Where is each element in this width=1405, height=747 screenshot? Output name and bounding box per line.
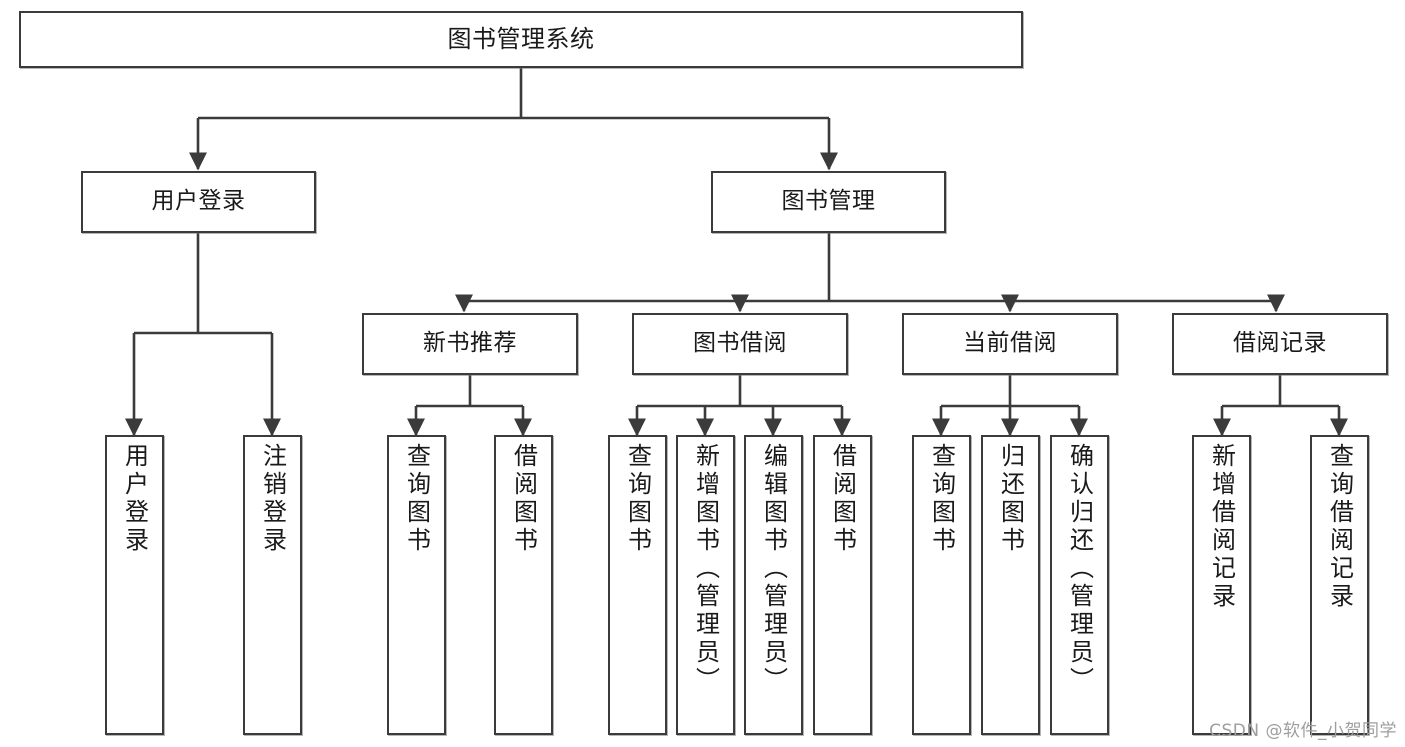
node-leaf-edit-book[interactable]: 编辑图书（管理员） [744,435,803,735]
node-label: 确认归还（管理员） [1065,443,1094,695]
node-label: 新增图书（管理员） [691,443,720,695]
node-leaf-query-book-2[interactable]: 查询图书 [608,435,667,735]
node-leaf-query-book-3[interactable]: 查询图书 [912,435,971,735]
node-label: 图书管理 [781,188,876,215]
node-leaf-add-record[interactable]: 新增借阅记录 [1192,435,1251,735]
node-leaf-query-record[interactable]: 查询借阅记录 [1310,435,1369,735]
node-label: 查询图书 [402,443,431,555]
node-label: 注销登录 [258,443,287,555]
node-label: 用户登录 [120,443,149,555]
node-leaf-query-book-1[interactable]: 查询图书 [387,435,446,735]
node-label: 查询图书 [927,443,956,555]
node-book-manage[interactable]: 图书管理 [711,171,946,233]
node-leaf-borrow-book-1[interactable]: 借阅图书 [494,435,553,735]
node-book-borrow[interactable]: 图书借阅 [632,313,848,375]
node-label: 查询借阅记录 [1325,443,1354,611]
node-new-book-rec[interactable]: 新书推荐 [362,313,578,375]
node-leaf-return-book[interactable]: 归还图书 [981,435,1040,735]
node-user-login[interactable]: 用户登录 [81,171,316,233]
node-leaf-borrow-book-2[interactable]: 借阅图书 [813,435,872,735]
node-label: 借阅图书 [828,443,857,555]
node-label: 借阅记录 [1233,330,1327,357]
node-label: 新书推荐 [423,330,517,357]
node-leaf-logout[interactable]: 注销登录 [243,435,302,735]
node-leaf-user-login[interactable]: 用户登录 [105,435,164,735]
node-leaf-confirm-return[interactable]: 确认归还（管理员） [1050,435,1109,735]
node-label: 新增借阅记录 [1207,443,1236,611]
node-borrow-record[interactable]: 借阅记录 [1172,313,1388,375]
node-label: 归还图书 [996,443,1025,555]
watermark: CSDN @软件_小贺同学 [1209,721,1397,741]
node-label: 查询图书 [623,443,652,555]
node-root-system[interactable]: 图书管理系统 [19,11,1023,68]
node-current-borrow[interactable]: 当前借阅 [902,313,1118,375]
node-leaf-add-book[interactable]: 新增图书（管理员） [676,435,735,735]
node-label: 图书借阅 [693,330,787,357]
node-label: 编辑图书（管理员） [759,443,788,695]
node-label: 用户登录 [151,188,246,215]
node-label: 借阅图书 [509,443,538,555]
node-label: 图书管理系统 [447,25,595,54]
node-label: 当前借阅 [963,330,1057,357]
